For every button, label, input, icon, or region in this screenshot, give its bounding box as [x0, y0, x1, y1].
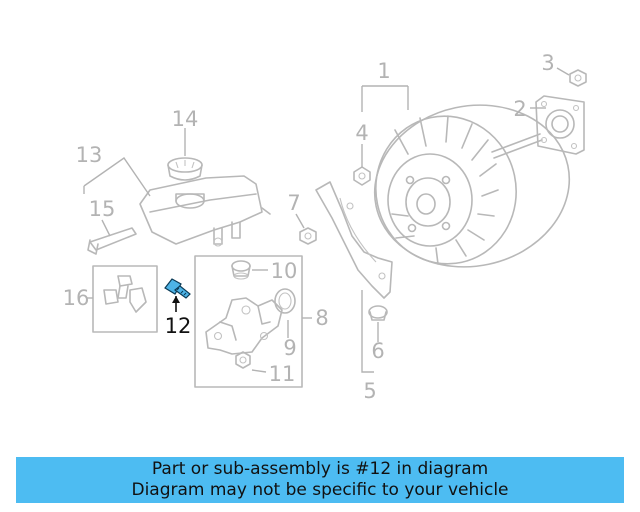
booster-flange-gasket	[535, 95, 585, 155]
diagram-caption-banner: Part or sub-assembly is #12 in diagram D…	[16, 457, 624, 503]
callout-13: 13	[76, 143, 103, 167]
bracket-nut	[299, 227, 317, 245]
master-cylinder-box	[194, 255, 303, 388]
callout-3: 3	[541, 51, 554, 75]
callout-4: 4	[355, 121, 368, 145]
callout-1: 1	[377, 59, 390, 83]
sensor-kit-box	[92, 265, 158, 333]
callout-10: 10	[271, 259, 298, 283]
callout-7: 7	[287, 191, 300, 215]
part-12-highlighted	[164, 278, 191, 299]
booster-mount-nut	[353, 166, 371, 186]
brake-fluid-reservoir	[139, 175, 271, 247]
callout-14: 14	[172, 107, 199, 131]
callout-11: 11	[269, 362, 296, 386]
reservoir-retaining-pin	[87, 227, 137, 255]
caption-line-1: Part or sub-assembly is #12 in diagram	[151, 459, 489, 479]
callout-9: 9	[283, 336, 296, 360]
reservoir-cap	[167, 157, 203, 181]
callout-15: 15	[89, 197, 116, 221]
caption-line-2: Diagram may not be specific to your vehi…	[131, 480, 509, 500]
callout-16: 16	[63, 286, 90, 310]
callout-labels: 1 2 3 4 5 6 7 8 9 10 11 12 13 14 15 16	[63, 51, 555, 403]
callout-6: 6	[371, 339, 384, 363]
callout-12-arrowhead	[172, 296, 180, 303]
callout-5: 5	[363, 379, 376, 403]
callout-2: 2	[513, 97, 526, 121]
brake-booster	[373, 104, 571, 268]
callout-8: 8	[315, 306, 328, 330]
leader-lines	[83, 67, 570, 373]
callout-12: 12	[165, 314, 192, 338]
flange-nut	[569, 69, 587, 87]
booster-bracket	[315, 181, 393, 299]
bracket-grommet	[368, 305, 388, 321]
brake-parts-diagram: 1 2 3 4 5 6 7 8 9 10 11 12 13 14 15 16	[63, 51, 587, 403]
